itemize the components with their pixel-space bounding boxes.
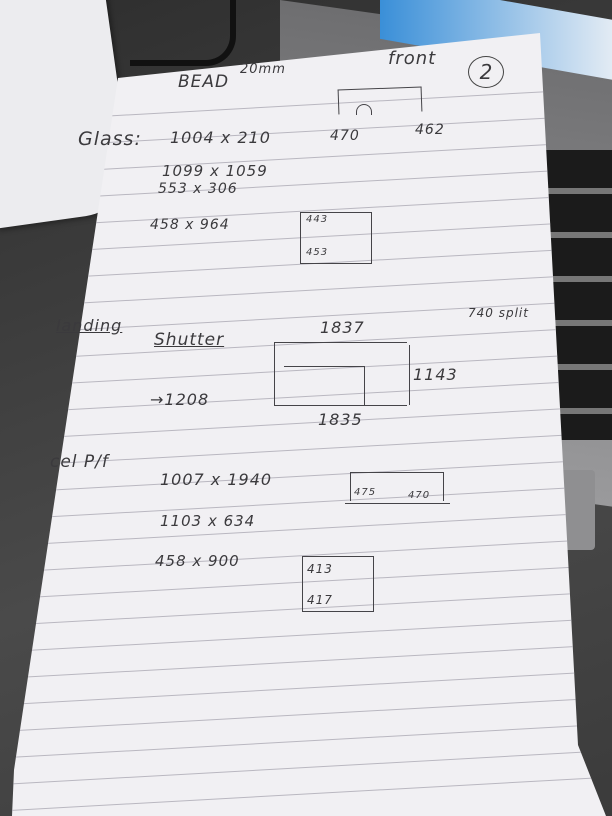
ruled-line [12,644,606,679]
ruled-line [12,723,606,759]
shutter-arrow-number: 1208 [164,390,210,409]
glass-diagram-top: 443 [306,214,329,225]
glass-diagram-bottom: 453 [306,247,329,258]
glass-label: Glass: [78,128,142,150]
section3-label: cel P/f [50,452,109,472]
ruled-line [12,405,606,441]
ruled-line [12,458,606,494]
ruled-line [12,167,606,202]
ruled-line [12,697,606,732]
shutter-top: 1837 [320,318,365,337]
section3-diagram-a-base [345,503,450,504]
section3-size-1: 1007 x 1940 [160,470,273,489]
section3-diagram-a [350,472,444,501]
ruled-line [12,352,606,388]
ruled-line [12,273,606,308]
ruled-line [12,670,606,706]
diagram-b-top: 413 [307,562,333,576]
ruled-line [12,193,606,229]
split-note: 740 split [468,306,529,320]
section3-size-2: 1103 x 634 [160,512,256,530]
ruled-line [12,485,606,520]
ruled-line [12,538,606,573]
section3-diagram-b [302,556,374,612]
front-label: front [388,48,437,69]
ruled-line [12,220,606,255]
ruled-line [12,564,606,600]
front-arch [356,104,372,115]
ruled-line [12,511,606,547]
shutter-side-line [409,345,410,405]
shutter-diagram [274,342,407,406]
ruled-line [12,776,606,812]
glass-size-4: 458 x 964 [150,217,230,233]
front-left-value: 470 [330,128,360,144]
glass-size-2: 1099 x 1059 [162,162,268,180]
ruled-line [12,246,606,282]
ruled-line [12,591,606,626]
ruled-line [12,379,606,414]
diagram-a-left: 475 [354,487,377,498]
cable [130,0,236,66]
diagram-b-bottom: 417 [307,593,333,607]
ruled-line [12,299,606,335]
landing-label: landing [56,316,123,335]
shutter-label: Shutter [154,330,225,350]
section3-size-3: 458 x 900 [155,552,240,570]
shutter-side: 1143 [413,365,458,384]
bead-size: 20mm [240,62,286,77]
front-diagram [337,86,423,115]
shutter-bottom: 1835 [318,410,363,429]
ruled-line [12,750,606,785]
glass-size-1: 1004 x 210 [170,128,271,147]
shutter-arrow-value: →1208 [150,390,209,409]
shutter-inner [284,366,365,405]
arrow-right-icon: → [150,390,165,409]
glass-size-3: 553 x 306 [158,181,238,197]
glass-diagram [300,212,372,264]
ruled-line [12,617,606,653]
front-right-value: 462 [415,122,445,138]
bead-label: BEAD [178,72,230,92]
diagram-a-right: 470 [408,490,431,501]
ruled-line [12,326,606,361]
page-number: 2 [468,56,504,88]
ruled-line [12,432,606,467]
